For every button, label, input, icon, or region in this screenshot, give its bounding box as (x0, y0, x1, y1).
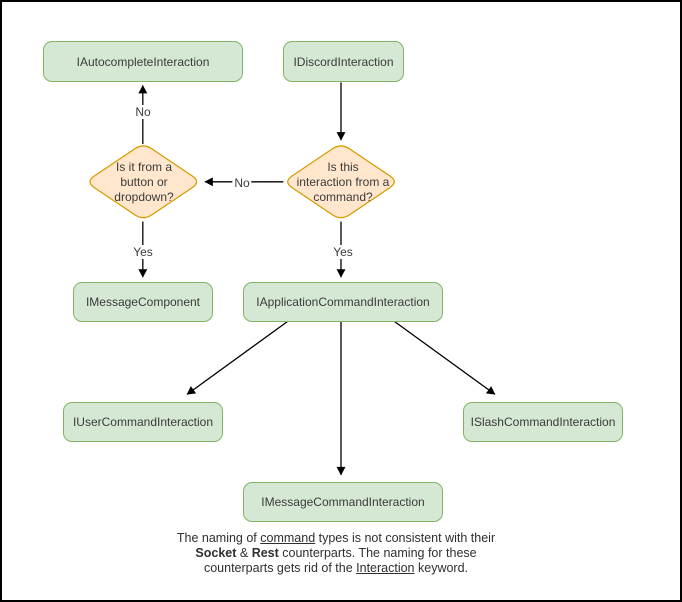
node-label: IMessageComponent (85, 295, 201, 309)
edge-label-no-middle: No (232, 176, 252, 190)
node-slash-command-interaction: ISlashCommandInteraction (463, 402, 623, 442)
node-message-component: IMessageComponent (73, 282, 213, 322)
edge-label-yes-right: Yes (331, 245, 355, 259)
node-user-command-interaction: IUserCommandInteraction (63, 402, 223, 442)
node-autocomplete-interaction: IAutocompleteInteraction (43, 41, 243, 82)
node-label: IAutocompleteInteraction (76, 54, 210, 69)
decision-from-command-label: Is this interaction from a command? (296, 160, 390, 204)
node-message-command-interaction: IMessageCommandInteraction (243, 482, 443, 522)
arrow-to-user-command (186, 320, 289, 395)
node-label: ISlashCommandInteraction (470, 415, 616, 429)
decision-from-command-shape (287, 145, 395, 219)
footer-note: The naming of command types is not consi… (136, 531, 536, 576)
node-label: IApplicationCommandInteraction (256, 295, 430, 309)
footer-line-3: counterparts gets rid of the Interaction… (203, 561, 469, 575)
footer-line-2: Socket & Rest counterparts. The naming f… (195, 546, 477, 560)
decision-button-dropdown-label: Is it from a button or dropdown? (114, 160, 174, 204)
edge-label-yes-left: Yes (131, 245, 155, 259)
node-label: IUserCommandInteraction (72, 415, 214, 429)
node-label: IDiscordInteraction (293, 54, 394, 69)
decision-button-dropdown-shape (89, 145, 198, 219)
node-application-command-interaction: IApplicationCommandInteraction (243, 282, 443, 322)
footer-line-1: The naming of command types is not consi… (176, 531, 496, 545)
node-label: IMessageCommandInteraction (261, 495, 425, 509)
node-discord-interaction: IDiscordInteraction (283, 41, 404, 82)
arrow-to-slash-command (393, 320, 496, 395)
edge-label-no-top: No (133, 105, 153, 119)
